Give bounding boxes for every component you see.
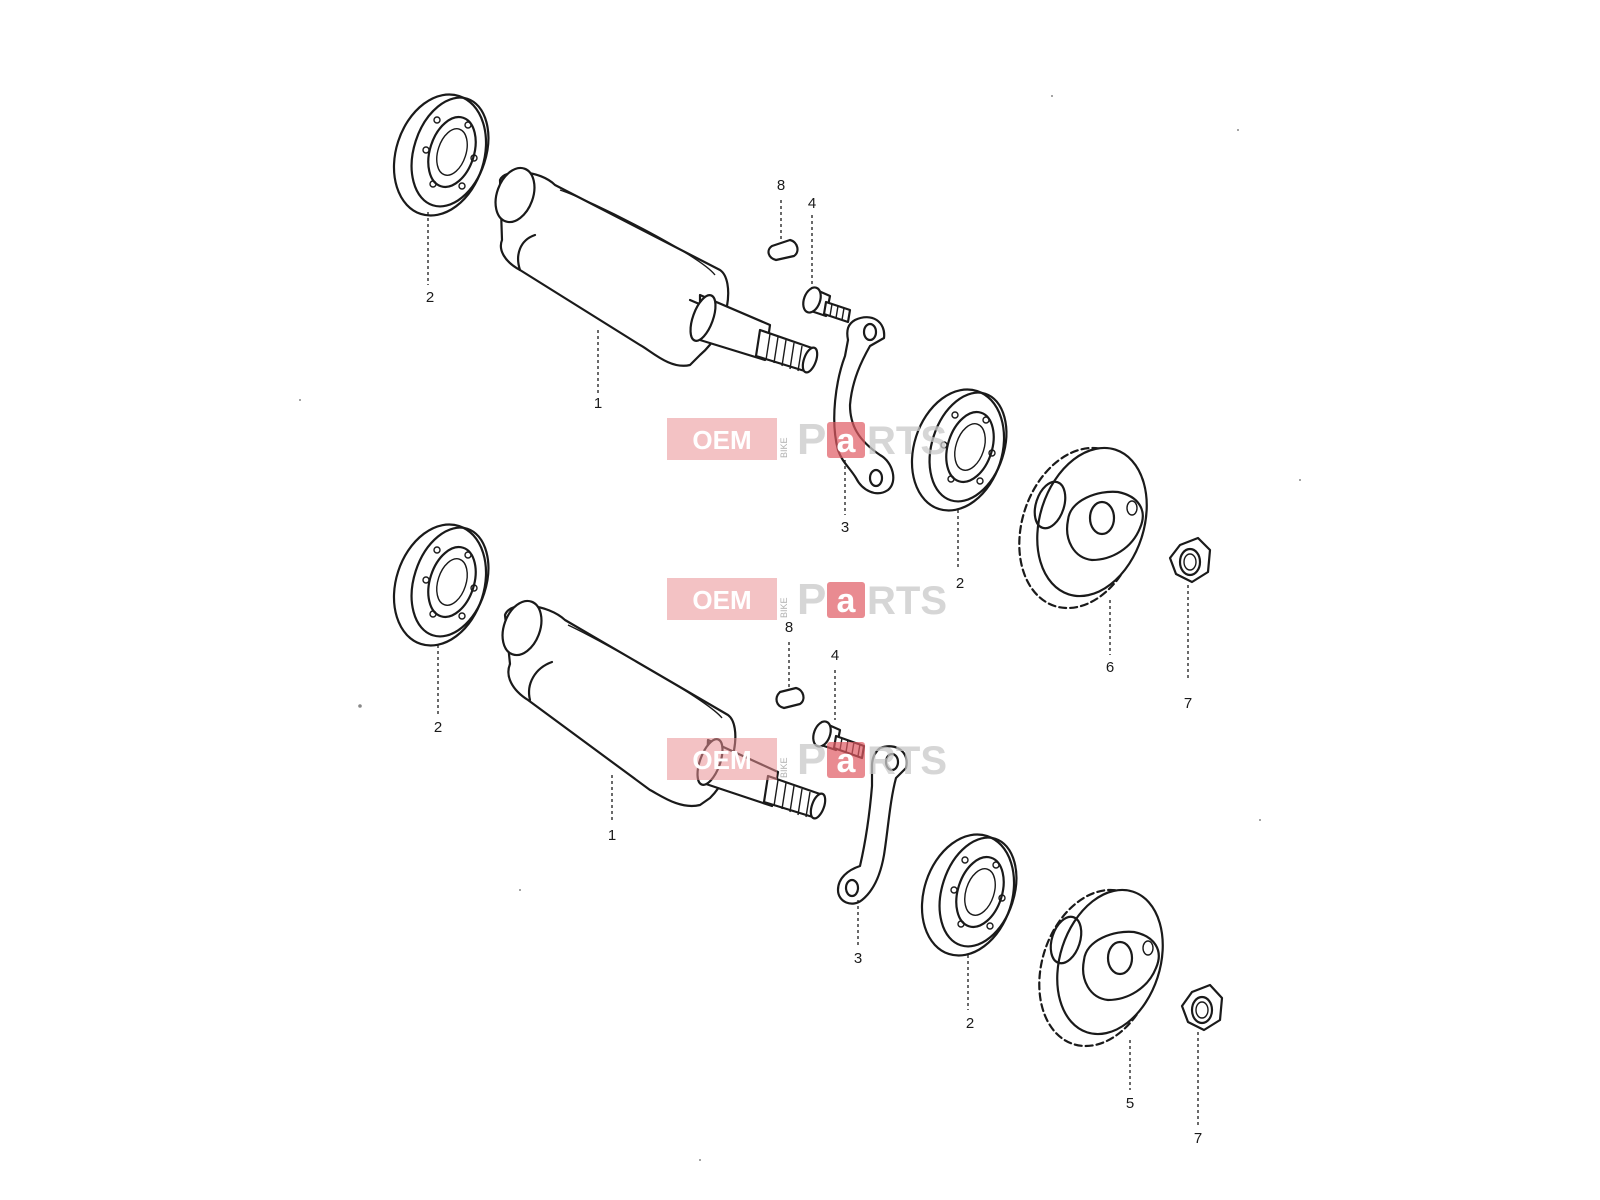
watermark-bike: BIKE — [779, 597, 789, 618]
watermark-badge — [667, 738, 777, 780]
callout-nut-lower: 7 — [1194, 1130, 1202, 1147]
balancer-shaft-lower — [501, 599, 827, 820]
watermark-3: OEM BIKE P a RTS — [667, 735, 947, 784]
balancer-plate-upper — [833, 316, 895, 495]
watermark-parts-p: P — [797, 415, 826, 464]
bearing-upper-right — [910, 388, 1008, 512]
callout-bearing-lower-right: 2 — [966, 1015, 974, 1032]
balancer-shaft-upper — [494, 166, 819, 374]
watermark-bike: BIKE — [779, 757, 789, 778]
callout-shaft-lower: 1 — [608, 827, 616, 844]
callout-plate-lower: 3 — [854, 950, 862, 967]
callout-gear-6: 6 — [1106, 659, 1114, 676]
callout-bearing-upper-right: 2 — [956, 575, 964, 592]
key-upper — [767, 238, 799, 262]
upper-assembly — [392, 93, 1212, 610]
watermark-oem: OEM — [692, 745, 751, 775]
leader-lines — [427, 200, 1199, 1125]
scan-specks — [299, 95, 1301, 1161]
nut-upper — [1168, 536, 1212, 584]
bolt-upper — [802, 286, 852, 324]
watermark-parts-p: P — [797, 735, 826, 784]
watermark-parts-rest: RTS — [867, 419, 947, 463]
watermark-parts-a: a — [837, 422, 857, 460]
callout-bolt-upper: 4 — [808, 195, 816, 212]
key-lower — [775, 686, 805, 710]
watermark-a-badge — [827, 422, 865, 458]
watermark-parts-a: a — [837, 582, 857, 620]
callout-shaft-upper: 1 — [594, 395, 602, 412]
watermark-parts-rest: RTS — [867, 579, 947, 623]
balancer-gear-6 — [1018, 446, 1148, 610]
watermark-bike: BIKE — [779, 437, 789, 458]
callout-bolt-lower: 4 — [831, 647, 839, 664]
callout-labels: 2 1 8 4 3 2 6 7 2 1 8 4 3 2 5 7 — [426, 177, 1202, 1147]
bearing-upper-left — [392, 93, 490, 217]
watermark-a-badge — [827, 742, 865, 778]
balancer-plate-lower — [836, 745, 908, 905]
watermark-2: OEM BIKE P a RTS — [667, 575, 947, 624]
watermark-oem: OEM — [692, 425, 751, 455]
callout-gear-5: 5 — [1126, 1095, 1134, 1112]
watermark-oem: OEM — [692, 585, 751, 615]
watermark-badge — [667, 578, 777, 620]
watermark-parts-rest: RTS — [867, 739, 947, 783]
watermark-badge — [667, 418, 777, 460]
callout-nut-upper: 7 — [1184, 695, 1192, 712]
watermark-a-badge — [827, 582, 865, 618]
watermark-1: OEM BIKE P a RTS — [667, 415, 947, 464]
bearing-lower-left — [392, 523, 490, 647]
nut-lower — [1180, 983, 1224, 1032]
callout-bearing-upper-left: 2 — [426, 289, 434, 306]
balancer-gear-5 — [1038, 888, 1164, 1048]
callout-key-lower: 8 — [785, 619, 793, 636]
callout-bearing-lower-left: 2 — [434, 719, 442, 736]
callout-key-upper: 8 — [777, 177, 785, 194]
watermark-parts-a: a — [837, 742, 857, 780]
watermark-parts-p: P — [797, 575, 826, 624]
callout-plate-upper: 3 — [841, 519, 849, 536]
bearing-lower-right — [920, 833, 1018, 957]
